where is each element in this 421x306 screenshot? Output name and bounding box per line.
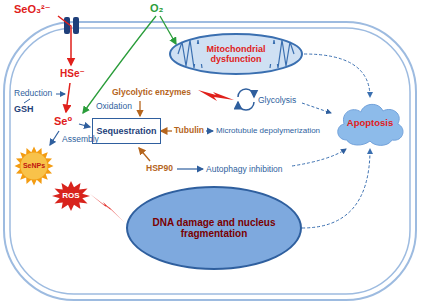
oxygen-arrow bbox=[160, 16, 176, 44]
chemical-formula: O₂ bbox=[150, 2, 163, 15]
node-label: SeNPs bbox=[23, 162, 45, 170]
sun-rays bbox=[15, 147, 54, 186]
node-label: Sequestration bbox=[96, 126, 156, 136]
process-label: Glycolysis bbox=[258, 95, 296, 105]
transporter bbox=[73, 17, 79, 34]
glycolysis-cycle bbox=[238, 89, 254, 97]
inhibition-bolt bbox=[198, 90, 234, 101]
reduction-arrow bbox=[66, 83, 70, 112]
mitochondrion-membrane bbox=[170, 34, 302, 74]
cloud-shape bbox=[338, 104, 403, 145]
dashed-connector bbox=[302, 149, 370, 228]
chemical-formula: HSe⁻ bbox=[60, 68, 85, 80]
ros-burst: ROS bbox=[52, 181, 90, 211]
sun-core bbox=[21, 153, 48, 180]
nucleus-ellipse: DNA damage and nucleus fragmentation bbox=[126, 186, 302, 270]
cell-membrane bbox=[4, 22, 416, 300]
mitochondrion-shape: Mitochondrial dysfunction bbox=[168, 32, 304, 76]
apoptosis-cloud: Apoptosis bbox=[333, 98, 407, 148]
process-label: Autophagy inhibition bbox=[206, 164, 283, 174]
gsh-line bbox=[24, 99, 30, 103]
process-label: Reduction bbox=[14, 88, 52, 98]
transporter bbox=[64, 17, 70, 34]
target-label: Glycolytic enzymes bbox=[112, 87, 191, 97]
target-label: Tubulin bbox=[174, 125, 204, 135]
effect-arrow bbox=[206, 130, 213, 131]
oxidation-arrow bbox=[83, 16, 156, 113]
chemical-formula: SeO₃²⁻ bbox=[14, 3, 51, 16]
node-label: Mitochondrial dysfunction bbox=[194, 44, 278, 65]
node-label: ROS bbox=[62, 191, 79, 200]
cell-membrane-inner bbox=[10, 28, 410, 294]
damage-bolt bbox=[90, 194, 124, 222]
burst-shape bbox=[52, 181, 90, 211]
node-label: DNA damage and nucleus fragmentation bbox=[148, 217, 280, 240]
dashed-connector bbox=[304, 54, 370, 97]
process-label: Oxidation bbox=[96, 101, 132, 111]
process-label: Microtubule depolymerization bbox=[216, 126, 320, 136]
gsh-arrow bbox=[56, 94, 65, 95]
assembly-arrow bbox=[50, 131, 59, 145]
chemical-formula: Se⁰ bbox=[54, 115, 72, 128]
apoptosis-link bbox=[292, 149, 346, 166]
effect-arrow bbox=[177, 168, 203, 169]
uptake-arrow bbox=[58, 16, 71, 65]
binding-arrow bbox=[139, 101, 140, 116]
apoptosis-link bbox=[302, 103, 331, 113]
binding-arrow bbox=[139, 148, 150, 161]
binding-arrow bbox=[161, 130, 172, 131]
sequestration-arrow bbox=[79, 124, 90, 127]
target-label: HSP90 bbox=[146, 163, 173, 173]
process-box: Sequestration bbox=[92, 118, 161, 144]
glycolysis-cycle bbox=[238, 102, 254, 110]
chemical-formula: GSH bbox=[14, 104, 34, 115]
process-label: Assembly bbox=[62, 134, 99, 144]
node-label: Apoptosis bbox=[347, 118, 393, 129]
nanoparticle-sun: SeNPs bbox=[14, 146, 54, 186]
